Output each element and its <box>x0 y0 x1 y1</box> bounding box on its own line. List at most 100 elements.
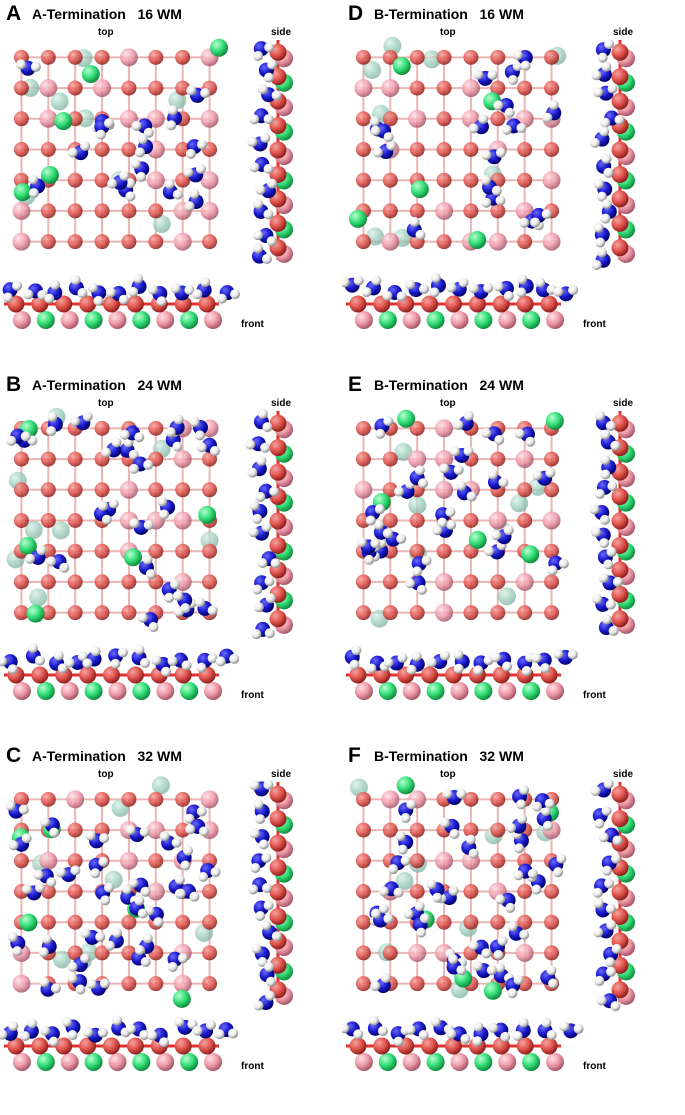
water-hydrogen-atom <box>612 576 623 587</box>
water-hydrogen-atom <box>70 274 81 285</box>
water-hydrogen-atom <box>486 965 497 976</box>
water-hydrogen-atom <box>403 908 414 919</box>
water-hydrogen-atom <box>172 189 183 200</box>
water-hydrogen-atom <box>514 843 525 854</box>
water-hydrogen-atom <box>28 174 39 185</box>
water-hydrogen-atom <box>592 887 603 898</box>
water-hydrogen-atom <box>382 528 393 539</box>
water-hydrogen-atom <box>553 286 564 297</box>
side-oxygen-atom <box>269 956 287 974</box>
water-hydrogen-atom <box>23 289 34 300</box>
lattice-oxygen-atom <box>517 884 533 899</box>
lattice-oxygen-atom <box>436 234 452 250</box>
lattice-oxygen-atom <box>94 914 110 930</box>
water-hydrogen-atom <box>494 962 505 973</box>
lattice-oxygen-atom <box>202 543 218 559</box>
water-hydrogen-atom <box>253 1000 264 1011</box>
water-hydrogen-atom <box>112 1015 123 1026</box>
lattice-cation-atom <box>146 882 165 901</box>
water-hydrogen-atom <box>426 879 437 890</box>
water-hydrogen-atom <box>460 1034 471 1045</box>
water-hydrogen-atom <box>134 895 145 906</box>
front-cation-atom <box>84 682 103 700</box>
surface-cation-atom <box>397 409 416 428</box>
water-hydrogen-atom <box>90 868 101 879</box>
lattice-oxygen-atom <box>382 451 398 467</box>
lattice-oxygen-atom <box>13 791 29 807</box>
lattice-oxygen-atom <box>355 791 371 807</box>
water-hydrogen-atom <box>600 117 611 128</box>
water-hydrogen-atom <box>375 428 386 439</box>
lattice-oxygen-atom <box>463 791 479 807</box>
side-oxygen-atom <box>611 785 629 803</box>
side-oxygen-atom <box>611 512 629 530</box>
lattice-oxygen-atom <box>148 234 164 250</box>
lattice-oxygen-atom <box>544 884 560 899</box>
water-hydrogen-atom <box>516 287 527 298</box>
lattice-cation-atom <box>39 109 58 128</box>
water-hydrogen-atom <box>257 408 268 419</box>
front-cation-atom <box>402 1053 421 1071</box>
water-hydrogen-atom <box>189 416 200 427</box>
water-hydrogen-atom <box>207 605 218 616</box>
water-hydrogen-atom <box>373 519 384 530</box>
water-hydrogen-atom <box>419 283 430 294</box>
water-hydrogen-atom <box>181 660 192 671</box>
lattice-oxygen-atom <box>148 482 164 498</box>
water-hydrogen-atom <box>160 666 171 677</box>
water-hydrogen-atom <box>263 72 274 83</box>
front-oxygen-atom <box>31 666 49 684</box>
side-view-structure <box>248 779 293 1011</box>
water-hydrogen-atom <box>103 882 114 893</box>
front-cation-atom <box>132 311 151 329</box>
water-hydrogen-atom <box>119 429 130 440</box>
water-hydrogen-atom <box>449 828 460 839</box>
front-cation-atom <box>522 1053 541 1071</box>
lattice-cation-atom <box>408 109 427 128</box>
lattice-cation-atom <box>66 790 85 809</box>
water-hydrogen-atom <box>546 1029 557 1040</box>
lattice-oxygen-atom <box>121 203 137 219</box>
lattice-oxygen-atom <box>355 853 371 869</box>
lattice-oxygen-atom <box>382 822 398 838</box>
lattice-oxygen-atom <box>544 482 560 498</box>
lattice-cation-atom <box>381 232 400 251</box>
water-hydrogen-atom <box>198 826 209 837</box>
front-cation-atom <box>402 682 421 700</box>
water-hydrogen-atom <box>139 1029 150 1040</box>
water-hydrogen-atom <box>53 650 64 661</box>
lattice-oxygen-atom <box>175 482 191 498</box>
lattice-oxygen-atom <box>67 234 83 250</box>
lattice-oxygen-atom <box>175 543 191 559</box>
front-cation-atom <box>426 311 445 329</box>
lattice-oxygen-atom <box>544 142 560 157</box>
water-hydrogen-atom <box>245 439 256 450</box>
faded-cation-atom <box>497 587 516 606</box>
water-hydrogen-atom <box>184 201 195 212</box>
front-cation-atom <box>132 682 151 700</box>
front-cation-atom <box>450 1053 469 1071</box>
water-hydrogen-atom <box>567 649 578 660</box>
water-hydrogen-atom <box>366 663 377 674</box>
lattice-oxygen-atom <box>544 574 560 590</box>
water-hydrogen-atom <box>167 961 178 972</box>
water-hydrogen-atom <box>249 500 260 511</box>
front-cation-atom <box>378 682 397 700</box>
water-hydrogen-atom <box>111 437 122 448</box>
water-hydrogen-atom <box>601 198 612 209</box>
water-hydrogen-atom <box>383 132 394 143</box>
water-hydrogen-atom <box>371 275 382 286</box>
lattice-oxygen-atom <box>490 853 506 869</box>
side-oxygen-atom <box>269 165 287 183</box>
water-hydrogen-atom <box>196 662 207 673</box>
water-hydrogen-atom <box>592 593 603 604</box>
side-oxygen-atom <box>269 439 287 457</box>
water-hydrogen-atom <box>414 901 425 912</box>
front-cation-atom <box>498 311 517 329</box>
water-hydrogen-atom <box>249 780 260 791</box>
lattice-oxygen-atom <box>409 884 425 899</box>
lattice-cation-atom <box>408 450 427 469</box>
side-view-label: side <box>613 27 634 38</box>
surface-cation-atom <box>545 411 564 430</box>
